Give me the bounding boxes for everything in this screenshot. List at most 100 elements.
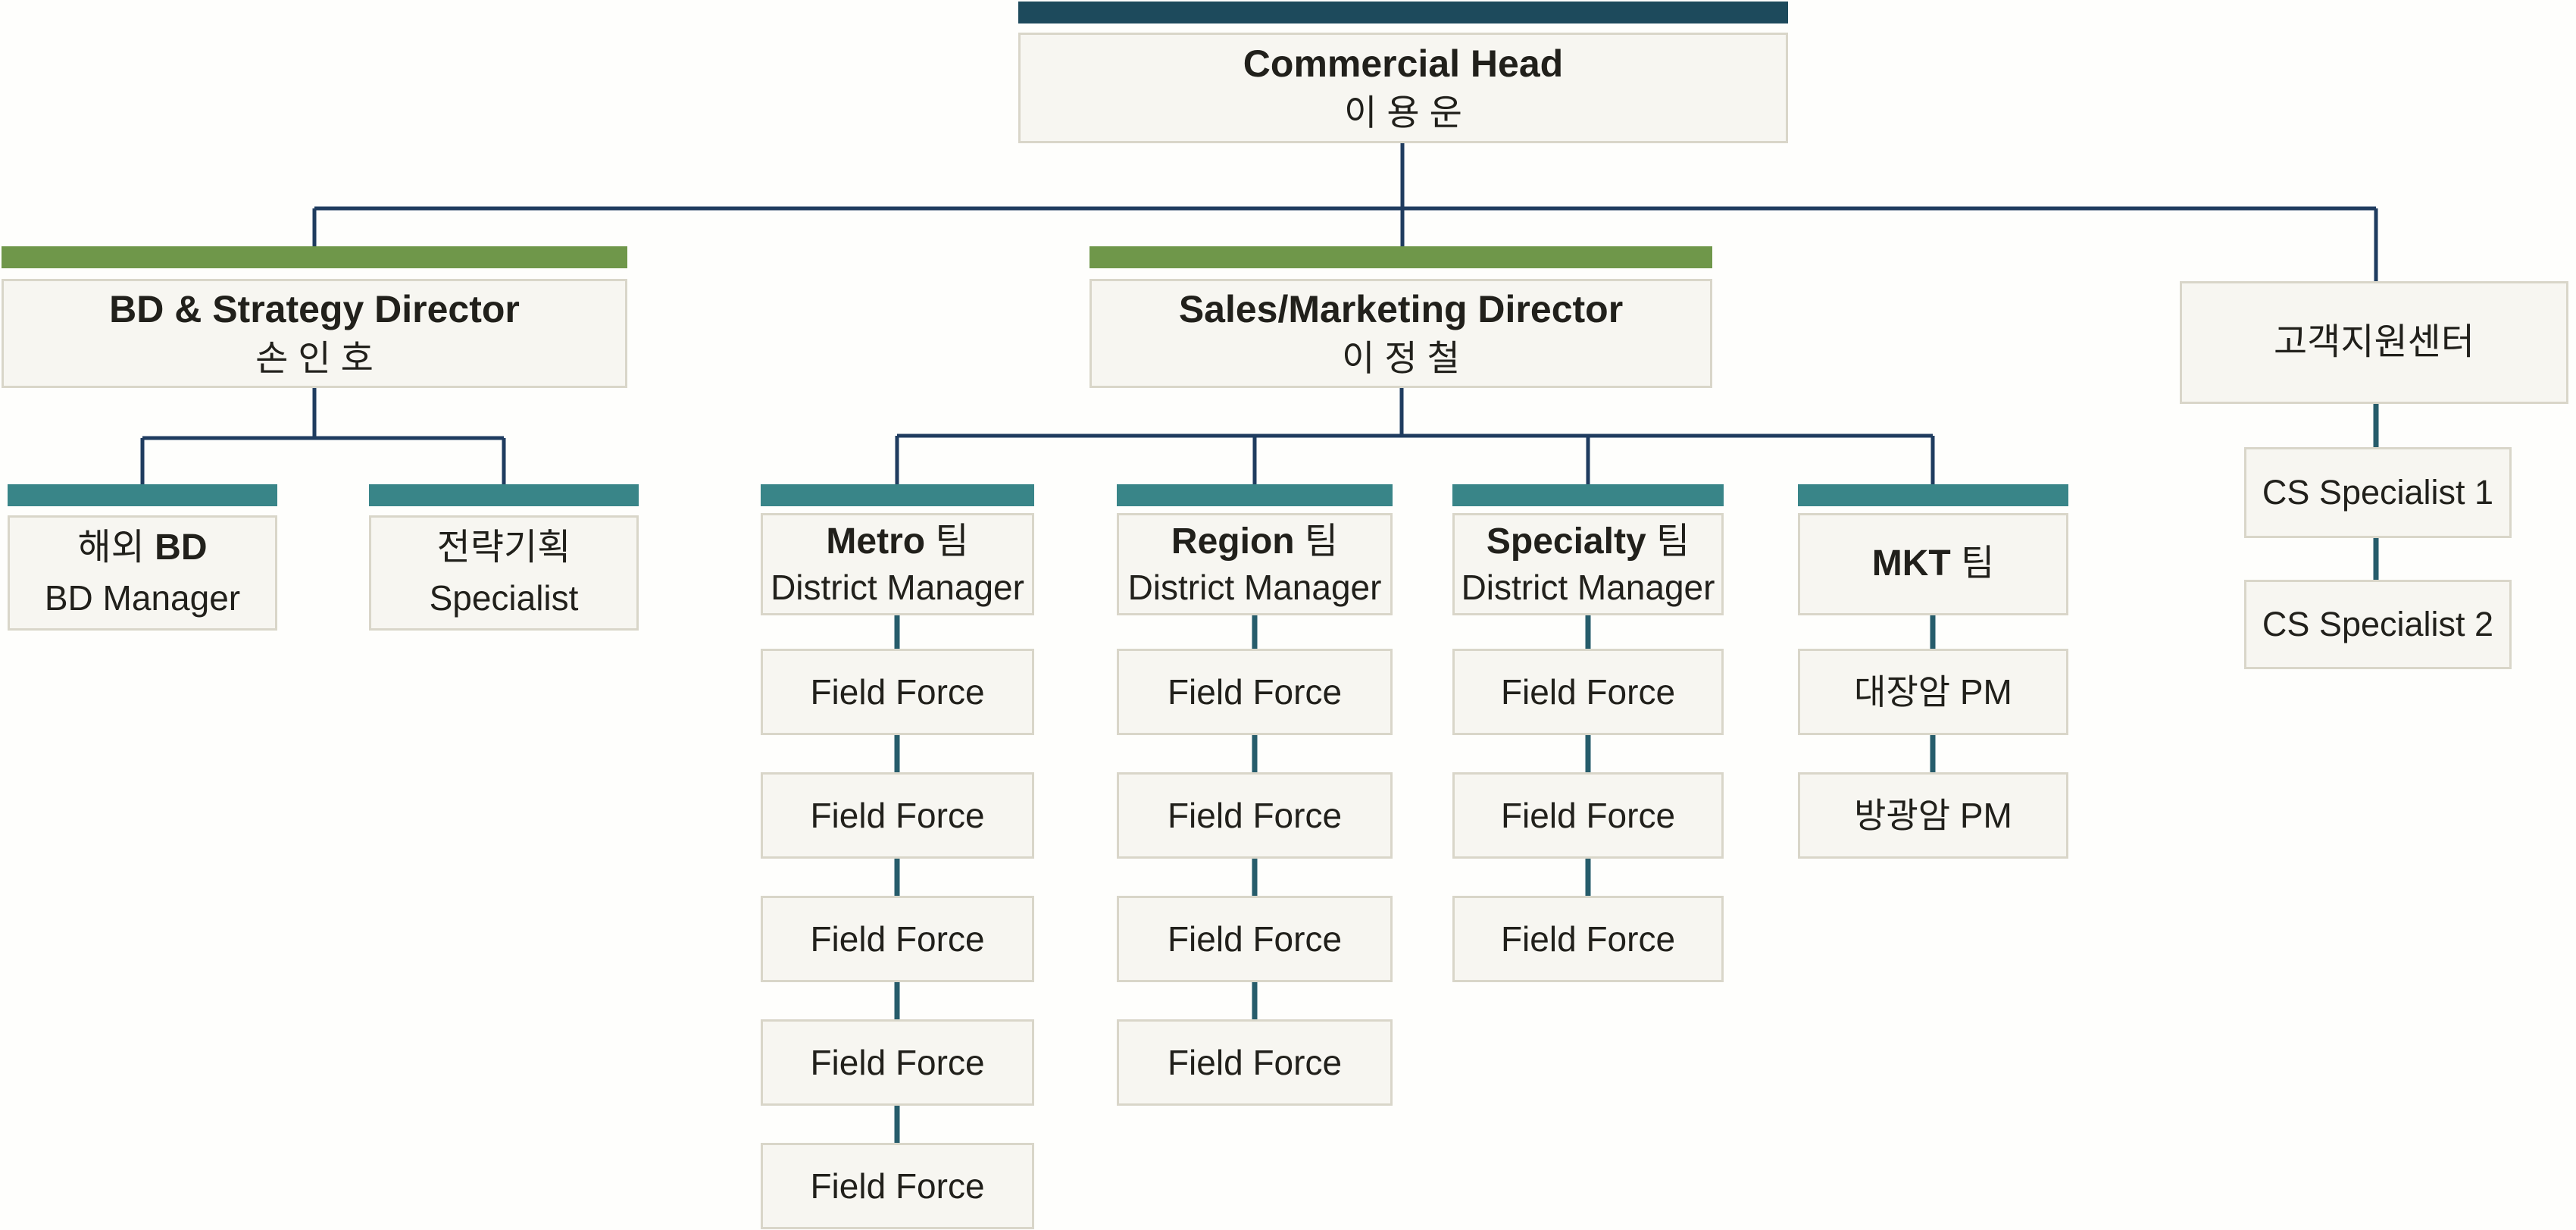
node-specialty-ff-1: Field Force [1452,649,1724,735]
node-title-segment: 고객지원센터 [2274,321,2474,362]
bar-overseas-bd [8,484,277,506]
node-title: Field Force [1167,919,1343,959]
node-title: Sales/Marketing Director [1179,289,1623,330]
node-title: Field Force [1500,795,1676,835]
node-specialty-ff-3: Field Force [1452,896,1724,982]
node-title-segment: MKT [1871,543,1951,584]
node-title: 해외 BD [77,527,208,568]
node-title: 고객지원센터 [2274,321,2474,363]
node-region-ff-3: Field Force [1117,896,1393,982]
node-title-segment: Field Force [810,919,985,959]
node-title-segment: 팀 [1950,543,1995,584]
node-region-team: Region 팀 District Manager [1117,513,1393,615]
node-title: 대장암 PM [1854,671,2012,712]
node-strategy-planning: 전략기획 Specialist [369,515,639,631]
node-subtitle: 이 정 철 [1342,337,1460,378]
node-title-segment: 전략기획 [436,527,571,568]
node-title-segment: 해외 [77,527,155,568]
node-metro-ff-5: Field Force [761,1143,1034,1229]
node-specialty-team: Specialty 팀 District Manager [1452,513,1724,615]
node-title-segment: Field Force [810,1042,985,1082]
node-title: BD & Strategy Director [109,289,520,330]
node-title-segment: 방광암 PM [1854,795,2012,835]
node-customer-support-center: 고객지원센터 [2180,281,2568,404]
node-title-segment: Specialty [1486,521,1646,562]
node-sales-marketing-director: Sales/Marketing Director 이 정 철 [1089,279,1712,388]
node-title: Field Force [1167,1042,1343,1082]
node-title: Field Force [1167,795,1343,835]
node-title: Field Force [810,919,985,959]
node-title-segment: 팀 [1646,521,1690,562]
node-title: Field Force [810,1042,985,1082]
bar-strategy-planning [369,484,639,506]
node-mkt-team: MKT 팀 [1798,513,2068,615]
node-subtitle: Specialist [429,578,579,618]
node-title: 방광암 PM [1854,795,2012,835]
node-title-segment: Region [1171,521,1295,562]
node-title: Metro 팀 [826,521,969,562]
node-title-segment: Field Force [810,1166,985,1206]
node-title: CS Specialist 2 [2262,606,2493,643]
node-subtitle: 손 인 호 [255,337,374,378]
node-title-segment: BD & Strategy Director [109,288,520,331]
node-bd-strategy-director: BD & Strategy Director 손 인 호 [2,279,627,388]
node-subtitle: District Manager [771,567,1024,607]
node-title-segment: CS Specialist 2 [2262,605,2494,644]
node-title-segment: Field Force [1500,671,1676,712]
node-title: Commercial Head [1243,43,1563,85]
bar-sales-marketing-director [1089,246,1712,268]
node-title-segment: Field Force [1167,671,1343,712]
node-region-ff-2: Field Force [1117,772,1393,859]
node-title: Field Force [1167,671,1343,712]
node-title-segment: Metro [826,521,926,562]
node-title-segment: 팀 [1294,521,1339,562]
bar-metro-team [761,484,1034,506]
node-title: Field Force [810,795,985,835]
node-metro-ff-4: Field Force [761,1019,1034,1106]
node-subtitle: District Manager [1461,567,1715,607]
node-title-segment: Field Force [1500,919,1676,959]
node-title-segment: Field Force [1167,919,1343,959]
node-title-segment: Sales/Marketing Director [1178,288,1624,331]
node-subtitle: BD Manager [44,578,241,618]
node-title-segment: Commercial Head [1243,42,1564,86]
node-title: MKT 팀 [1871,543,1995,584]
node-colorectal-pm: 대장암 PM [1798,649,2068,735]
node-cs-specialist-2: CS Specialist 2 [2244,580,2512,669]
node-title-segment: Field Force [1500,795,1676,835]
node-region-ff-1: Field Force [1117,649,1393,735]
node-title-segment: Field Force [1167,1042,1343,1082]
node-title-segment: 대장암 PM [1854,671,2012,712]
node-commercial-head: Commercial Head 이 용 운 [1018,33,1788,143]
node-title: Field Force [810,1166,985,1206]
bar-bd-strategy-director [2,246,627,268]
node-metro-ff-3: Field Force [761,896,1034,982]
node-title-segment: Field Force [1167,795,1343,835]
node-title: Region 팀 [1171,521,1339,562]
node-metro-team: Metro 팀 District Manager [761,513,1034,615]
bar-region-team [1117,484,1393,506]
node-title-segment: 팀 [925,521,969,562]
node-cs-specialist-1: CS Specialist 1 [2244,447,2512,538]
node-subtitle: District Manager [1127,567,1382,607]
node-title: CS Specialist 1 [2262,474,2493,512]
node-region-ff-4: Field Force [1117,1019,1393,1106]
node-title-segment: CS Specialist 1 [2262,473,2494,512]
node-subtitle: 이 용 운 [1344,92,1462,133]
node-title: 전략기획 [436,527,571,568]
node-overseas-bd: 해외 BD BD Manager [8,515,277,631]
node-title: Specialty 팀 [1486,521,1690,562]
bar-specialty-team [1452,484,1724,506]
bar-commercial-head [1018,2,1788,23]
node-title: Field Force [1500,671,1676,712]
node-metro-ff-2: Field Force [761,772,1034,859]
node-title-segment: BD [155,527,208,568]
node-title-segment: Field Force [810,795,985,835]
node-title: Field Force [1500,919,1676,959]
node-bladder-pm: 방광암 PM [1798,772,2068,859]
node-metro-ff-1: Field Force [761,649,1034,735]
node-title-segment: Field Force [810,671,985,712]
node-title: Field Force [810,671,985,712]
